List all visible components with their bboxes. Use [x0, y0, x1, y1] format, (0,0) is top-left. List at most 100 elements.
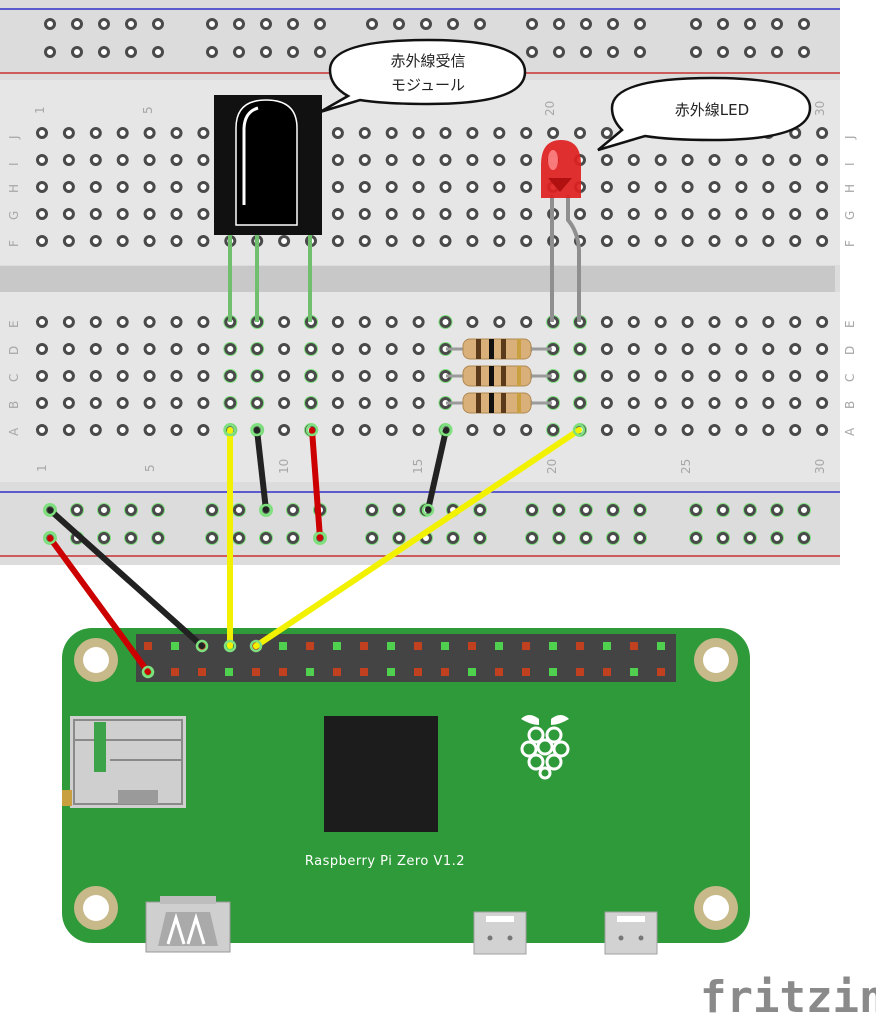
breadboard-hole [816, 235, 829, 247]
breadboard-hole [762, 208, 775, 220]
breadboard-hole [331, 154, 344, 166]
power-rail-hole [771, 532, 783, 544]
breadboard-hole [681, 343, 694, 355]
breadboard-hole [251, 343, 264, 355]
breadboard-hole [197, 316, 210, 328]
breadboard-hole [574, 370, 586, 382]
breadboard-hole [412, 316, 425, 328]
power-rail-hole [44, 46, 56, 58]
breadboard-hole [412, 235, 425, 247]
callout-ir-receiver-line2: モジュール [391, 76, 465, 94]
breadboard-hole [466, 424, 479, 436]
power-rail-hole [447, 532, 459, 544]
gpio-pin [495, 668, 503, 676]
gpio-pin [576, 642, 584, 650]
power-rail-hole [553, 532, 565, 544]
breadboard-hole [627, 424, 640, 436]
breadboard-hole [89, 397, 102, 409]
gpio-pin [441, 668, 449, 676]
breadboard-hole [600, 424, 613, 436]
gpio-pin [468, 668, 476, 676]
breadboard-hole [816, 397, 829, 409]
breadboard-hole [654, 424, 667, 436]
wire-yellow-ir-led [253, 427, 582, 649]
row-letter-e-right: E [843, 320, 857, 328]
breadboard-hole [574, 208, 586, 220]
power-rail-hole [744, 46, 756, 58]
breadboard-hole [89, 127, 102, 139]
breadboard-hole [466, 235, 479, 247]
gpio-pin [360, 668, 368, 676]
breadboard-hole [278, 343, 291, 355]
power-rail-hole [152, 18, 164, 30]
gpio-pin [225, 668, 233, 676]
breadboard-hole [116, 154, 129, 166]
power-rail-hole [717, 46, 729, 58]
power-rail-hole [474, 18, 486, 30]
gpio-pin [360, 642, 368, 650]
breadboard-hole [547, 127, 560, 139]
col-num-5-top: 5 [141, 106, 155, 114]
breadboard-hole [36, 397, 48, 409]
breadboard-hole [331, 181, 344, 193]
col-num-30-bottom: 30 [813, 459, 827, 474]
row-letter-f-right: F [843, 240, 857, 247]
breadboard-hole [278, 235, 291, 247]
breadboard-hole [439, 235, 452, 247]
gpio-pin [279, 668, 287, 676]
breadboard-hole [789, 235, 802, 247]
wire-end [439, 423, 453, 437]
power-rail-hole [553, 504, 565, 516]
breadboard-hole [36, 127, 48, 139]
wires [43, 423, 586, 679]
breadboard-hole [816, 343, 829, 355]
breadboard-hole [547, 424, 560, 436]
soc-chip [324, 716, 438, 832]
breadboard-hole [278, 424, 291, 436]
breadboard-hole [789, 370, 802, 382]
gpio-pin [603, 642, 611, 650]
breadboard-hole [789, 181, 802, 193]
gpio-pin [144, 642, 152, 650]
gpio-pin [441, 642, 449, 650]
breadboard-hole [493, 316, 506, 328]
power-rail-hole [314, 18, 326, 30]
raspberry-pi-zero-board: Raspberry Pi Zero V1.2 [62, 628, 750, 955]
breadboard-hole [520, 127, 533, 139]
power-rail-hole [744, 504, 756, 516]
power-rail-hole [553, 46, 565, 58]
breadboard-hole [600, 343, 613, 355]
board-label: Raspberry Pi Zero V1.2 [305, 854, 465, 869]
breadboard-hole [36, 316, 48, 328]
breadboard-hole [62, 343, 75, 355]
power-rail-hole [526, 504, 538, 516]
breadboard-hole [520, 154, 533, 166]
gpio-pin [522, 668, 530, 676]
row-letter-g-left: G [7, 211, 21, 220]
breadboard-hole [600, 154, 613, 166]
breadboard-hole [493, 424, 506, 436]
breadboard-hole [439, 208, 452, 220]
breadboard-hole [62, 424, 75, 436]
breadboard-hole [681, 208, 694, 220]
breadboard-hole [36, 154, 48, 166]
power-rail-hole [526, 532, 538, 544]
power-rail-hole [125, 18, 137, 30]
breadboard-hole [143, 127, 156, 139]
breadboard-hole [36, 181, 48, 193]
breadboard-hole [278, 397, 291, 409]
breadboard-hole [520, 316, 533, 328]
breadboard-hole [762, 181, 775, 193]
breadboard-hole [762, 424, 775, 436]
power-rail-hole [634, 18, 646, 30]
breadboard-hole [412, 343, 425, 355]
breadboard-hole [62, 208, 75, 220]
power-rail-hole [744, 532, 756, 544]
breadboard-hole [358, 343, 371, 355]
power-rail-hole [71, 18, 83, 30]
breadboard-hole [385, 424, 398, 436]
col-num-20-top: 20 [543, 101, 557, 116]
col-num-1-top: 1 [33, 106, 47, 114]
breadboard-hole [116, 370, 129, 382]
breadboard-hole [493, 235, 506, 247]
